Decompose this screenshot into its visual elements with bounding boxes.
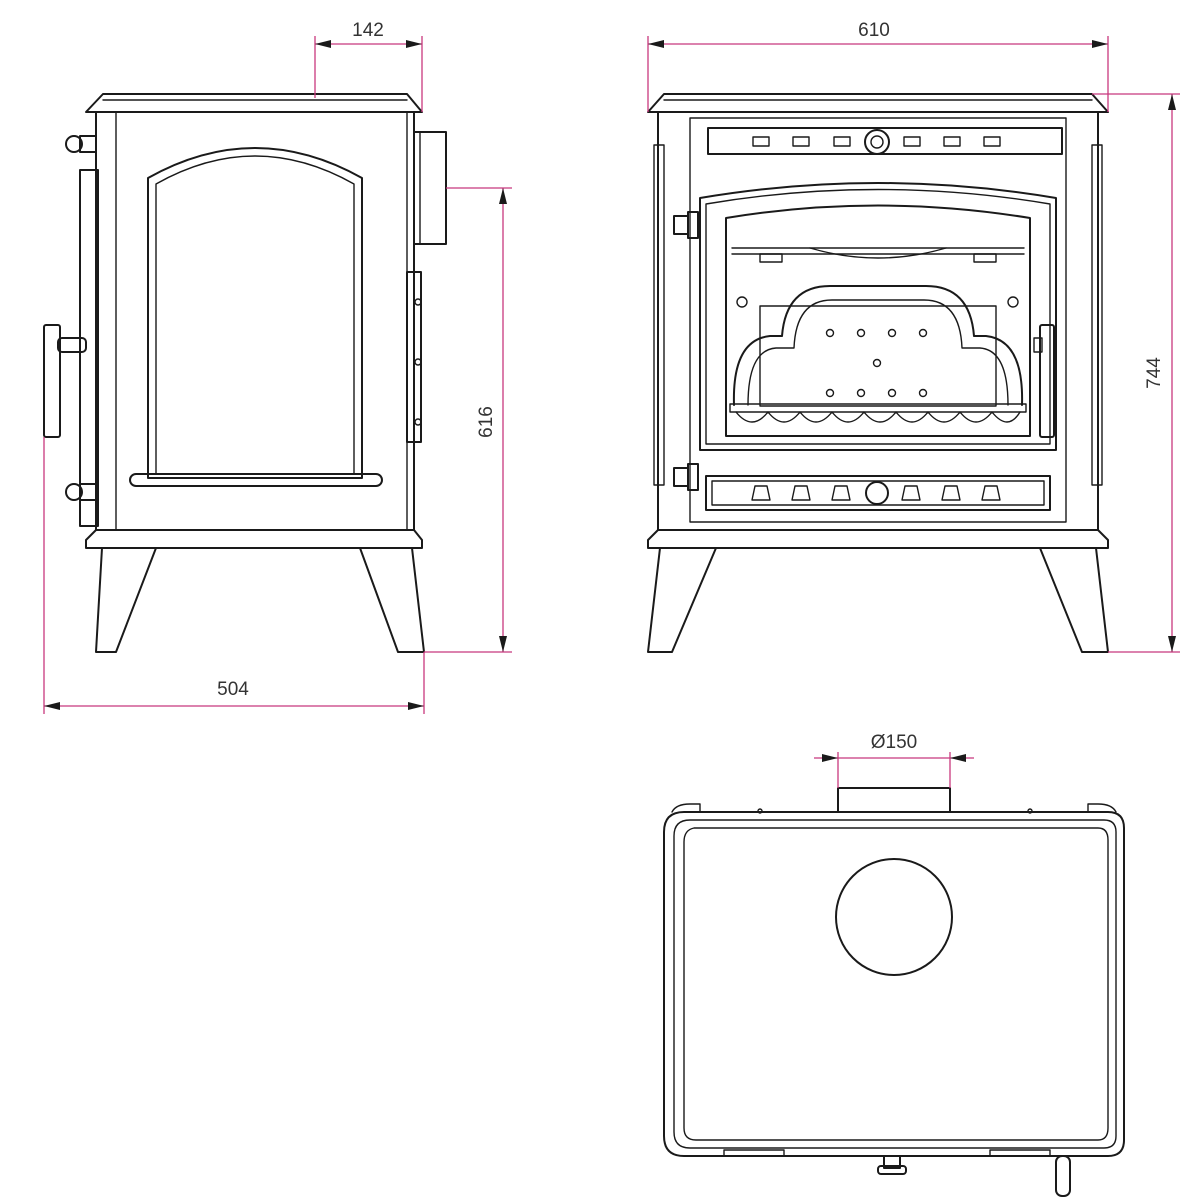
dim-flue-diameter-label: Ø150 <box>871 732 917 753</box>
top-view-dimensions: Ø150 <box>814 732 974 788</box>
front-view-dimensions: 610 744 <box>647 20 1180 653</box>
dim-width-label: 610 <box>858 20 890 41</box>
dim-flue-offset-label: 142 <box>352 20 384 41</box>
front-view <box>647 93 1109 653</box>
side-view-dimensions: 142 504 616 <box>43 20 512 714</box>
top-view <box>663 787 1125 1197</box>
dim-depth-label: 504 <box>217 679 249 700</box>
side-view <box>43 93 447 653</box>
dim-height-label: 744 <box>1144 357 1165 389</box>
dim-flue-height-label: 616 <box>476 406 497 438</box>
